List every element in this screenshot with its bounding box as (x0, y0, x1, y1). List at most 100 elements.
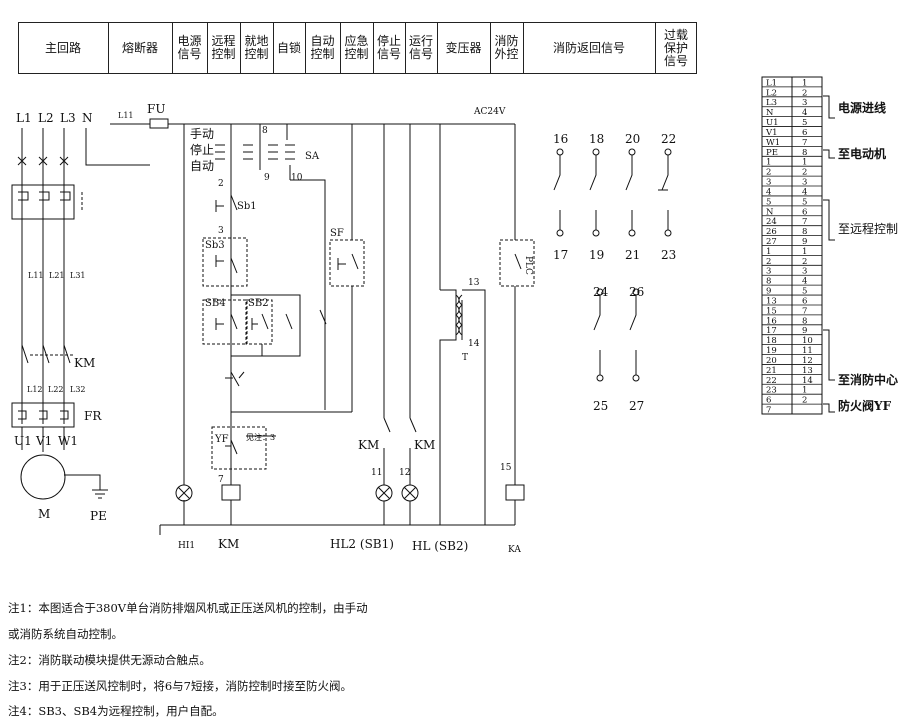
strip-left-label: 15 (766, 306, 777, 316)
strip-group-label: 防火阀YF (838, 398, 892, 413)
header-cell: 停止 信号 (373, 22, 406, 74)
km-contact-label: KM (414, 438, 435, 452)
strip-left-label: 2 (766, 257, 771, 267)
strip-right-label: 1 (802, 247, 807, 257)
strip-right-label: 5 (802, 197, 807, 207)
strip-right-label: 5 (802, 118, 807, 128)
note-3: 注3：用于正压送风控制时，将6与7短接，消防控制时接至防火阀。 (8, 679, 352, 693)
strip-right-label: 4 (802, 277, 807, 287)
plc-label: PLC (523, 256, 533, 275)
strip-right-label: 5 (802, 287, 807, 297)
terminal-number: 7 (218, 475, 224, 485)
strip-left-label: PE (766, 148, 778, 158)
button-label: Sb3 (205, 240, 225, 251)
strip-right-label: 2 (802, 88, 807, 98)
phase-label: L1 (16, 111, 32, 125)
signal-terminal: 23 (661, 248, 676, 262)
strip-left-label: U1 (766, 118, 779, 128)
signal-terminal: 27 (629, 399, 644, 413)
button-label: Sb1 (237, 201, 257, 212)
strip-group-label: 电源进线 (838, 100, 886, 115)
header-cell: 过载 保护 信号 (663, 27, 688, 68)
terminal-number: 10 (291, 173, 303, 183)
cable-label: L12 (27, 385, 43, 394)
strip-left-label: N (766, 108, 774, 118)
header-table (18, 22, 697, 74)
signal-terminal: 22 (661, 132, 676, 146)
strip-left-label: 18 (766, 336, 777, 346)
phase-label: L2 (38, 111, 54, 125)
strip-group-label: 至电动机 (838, 146, 886, 161)
strip-right-label: 2 (802, 168, 807, 178)
signal-terminal: 24 (593, 285, 609, 299)
sf-label: SF (330, 228, 344, 239)
strip-group-label: 至远程控制 (838, 221, 898, 236)
strip-right-label: 10 (802, 336, 813, 346)
mode-label: 自动 (190, 159, 214, 173)
strip-right-label: 12 (802, 356, 813, 366)
phase-label: N (82, 111, 93, 125)
strip-left-label: 3 (766, 267, 771, 277)
phase-label: L3 (60, 111, 76, 125)
note-1-cont: 或消防系统自动控制。 (8, 627, 123, 641)
terminal-number: 14 (468, 339, 480, 349)
button-label: SB2 (248, 298, 269, 309)
strip-right-label: 14 (802, 376, 813, 386)
terminal-number: 13 (468, 278, 480, 288)
strip-left-label: 20 (766, 356, 777, 366)
header-cell: 就地 控制 (240, 22, 274, 74)
signal-terminal: 25 (593, 399, 608, 413)
signal-terminal: 19 (589, 248, 604, 262)
strip-left-label: 26 (766, 227, 777, 237)
strip-right-label: 2 (802, 257, 807, 267)
strip-right-label: 7 (802, 306, 807, 316)
strip-right-label: 8 (802, 148, 807, 158)
button-label: SB4 (205, 298, 226, 309)
motor-terminal: V1 (35, 434, 52, 448)
strip-right-label: 1 (802, 158, 807, 168)
sa-label: SA (305, 151, 320, 162)
header-cell: 远程 控制 (207, 22, 241, 74)
strip-group-label: 至消防中心 (838, 372, 898, 387)
strip-left-label: 4 (766, 187, 771, 197)
strip-right-label: 13 (802, 366, 813, 376)
motor-terminal: U1 (14, 434, 32, 448)
motor-label: M (38, 507, 50, 521)
strip-right-label: 6 (802, 296, 807, 306)
strip-right-label: 6 (802, 128, 807, 138)
terminal-number: 11 (371, 468, 382, 478)
strip-left-label: V1 (765, 128, 778, 138)
header-cell: 消防返回信号 (523, 22, 656, 74)
strip-left-label: W1 (766, 138, 780, 148)
strip-left-label: 1 (766, 247, 771, 257)
strip-left-label: 9 (766, 287, 771, 297)
strip-right-label: 9 (802, 237, 807, 247)
terminal-number: 9 (264, 173, 270, 183)
yf-note: 见注：3 (246, 432, 275, 442)
signal-terminal: 17 (553, 248, 568, 262)
bottom-label: HL2 (SB1) (330, 537, 394, 551)
strip-right-label: 7 (802, 138, 807, 148)
header-cell: 自锁 (273, 22, 306, 74)
strip-left-label: 19 (766, 346, 777, 356)
strip-left-label: L3 (766, 98, 777, 108)
strip-left-label: 21 (766, 366, 777, 376)
header-cell: 应急 控制 (340, 22, 374, 74)
strip-right-label: 9 (802, 326, 807, 336)
bottom-label: KA (508, 545, 521, 555)
terminal-number: 8 (262, 126, 268, 136)
bottom-label: HL (SB2) (412, 539, 468, 553)
header-cell: 电源 信号 (172, 22, 208, 74)
transformer-label: T (462, 353, 468, 363)
header-cell: 主回路 (18, 22, 109, 74)
cable-label: L21 (49, 271, 65, 280)
strip-right-label: 8 (802, 316, 807, 326)
terminal-number: 2 (218, 179, 224, 189)
strip-left-label: L1 (766, 78, 777, 88)
strip-right-label: 3 (802, 178, 807, 188)
terminal-number: 3 (218, 226, 224, 236)
cable-label: L11 (28, 271, 44, 280)
strip-left-label: N (766, 207, 774, 217)
strip-left-label: 5 (766, 197, 771, 207)
strip-left-label: 1 (766, 158, 771, 168)
